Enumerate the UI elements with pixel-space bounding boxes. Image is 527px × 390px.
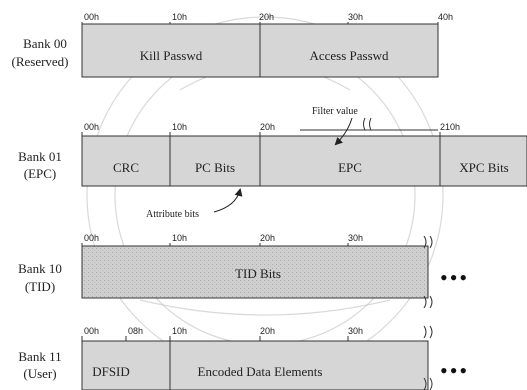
bank-10-continuation-dots: •••: [440, 265, 469, 290]
bank-01-sub: (EPC): [24, 166, 57, 181]
bank-00-tick-00h: 00h: [84, 12, 99, 22]
bank-10-name: Bank 10: [18, 261, 62, 276]
bank-01-tick-10h: 10h: [172, 122, 187, 132]
xpc-bits-cell: [439, 135, 527, 187]
bank-11-tick-10h: 10h: [172, 326, 187, 336]
kill-passwd-label: Kill Passwd: [140, 48, 203, 63]
bank-11-row: Bank 11 (User) 00h 08h 10h 20h 30h DFSID…: [18, 325, 469, 390]
bank-10-tick-30h: 30h: [348, 233, 363, 243]
attribute-bits-note: Attribute bits: [146, 209, 199, 220]
filter-value-note: Filter value: [312, 106, 358, 117]
dfsid-label: DFSID: [92, 364, 130, 379]
xpc-bits-label: XPC Bits: [459, 160, 509, 175]
epc-label: EPC: [338, 160, 362, 175]
bank-11-continuation-dots: •••: [440, 358, 469, 383]
bank-10-tick-20h: 20h: [260, 233, 275, 243]
bank-00-row: Bank 00 (Reserved) 00h 10h 20h 30h 40h K…: [11, 12, 453, 78]
bank-10-row: Bank 10 (TID) 00h 10h 20h 30h TID Bits •…: [18, 233, 469, 309]
bank-11-tick-30h: 30h: [348, 326, 363, 336]
crc-cell: [81, 135, 171, 187]
bank-01-name: Bank 01: [18, 149, 62, 164]
encoded-data-elements-label: Encoded Data Elements: [198, 364, 323, 379]
bank-10-tick-00h: 00h: [84, 233, 99, 243]
bank-01-tick-20h: 20h: [260, 122, 275, 132]
bank-11-tick-20h: 20h: [260, 326, 275, 336]
bank-11-sub: (User): [23, 366, 56, 381]
attribute-bits-arrow: [213, 188, 243, 213]
encoded-data-elements-cell: [169, 340, 429, 390]
filter-value-arrow: [334, 117, 353, 146]
bank-10-tick-10h: 10h: [172, 233, 187, 243]
epc-cell: [259, 135, 441, 187]
bank-00-tick-30h: 30h: [348, 12, 363, 22]
kill-passwd-cell: [81, 23, 261, 78]
bank-11-name: Bank 11: [18, 349, 61, 364]
bank-11-tick-00h: 00h: [84, 326, 99, 336]
bank-00-name: Bank 00: [23, 36, 67, 51]
access-passwd-cell: [259, 23, 439, 78]
bank-10-sub: (TID): [25, 279, 55, 294]
bank-01-tick-210h: 210h: [440, 122, 460, 132]
bank-00-tick-10h: 10h: [172, 12, 187, 22]
bank-00-tick-20h: 20h: [259, 12, 274, 22]
access-passwd-label: Access Passwd: [309, 48, 389, 63]
bank-00-sub: (Reserved): [11, 54, 68, 69]
pc-bits-label: PC Bits: [195, 160, 235, 175]
bank-00-tick-40h: 40h: [438, 12, 453, 22]
bank-01-row: Bank 01 (EPC) 00h 10h 20h 210h CRC PC Bi…: [18, 106, 527, 220]
tid-bits-label: TID Bits: [235, 266, 281, 281]
pc-bits-cell: [169, 135, 261, 187]
crc-label: CRC: [113, 160, 139, 175]
tid-bits-cell: [81, 245, 429, 299]
bank-01-tick-00h: 00h: [84, 122, 99, 132]
bank-11-tick-08h: 08h: [128, 326, 143, 336]
